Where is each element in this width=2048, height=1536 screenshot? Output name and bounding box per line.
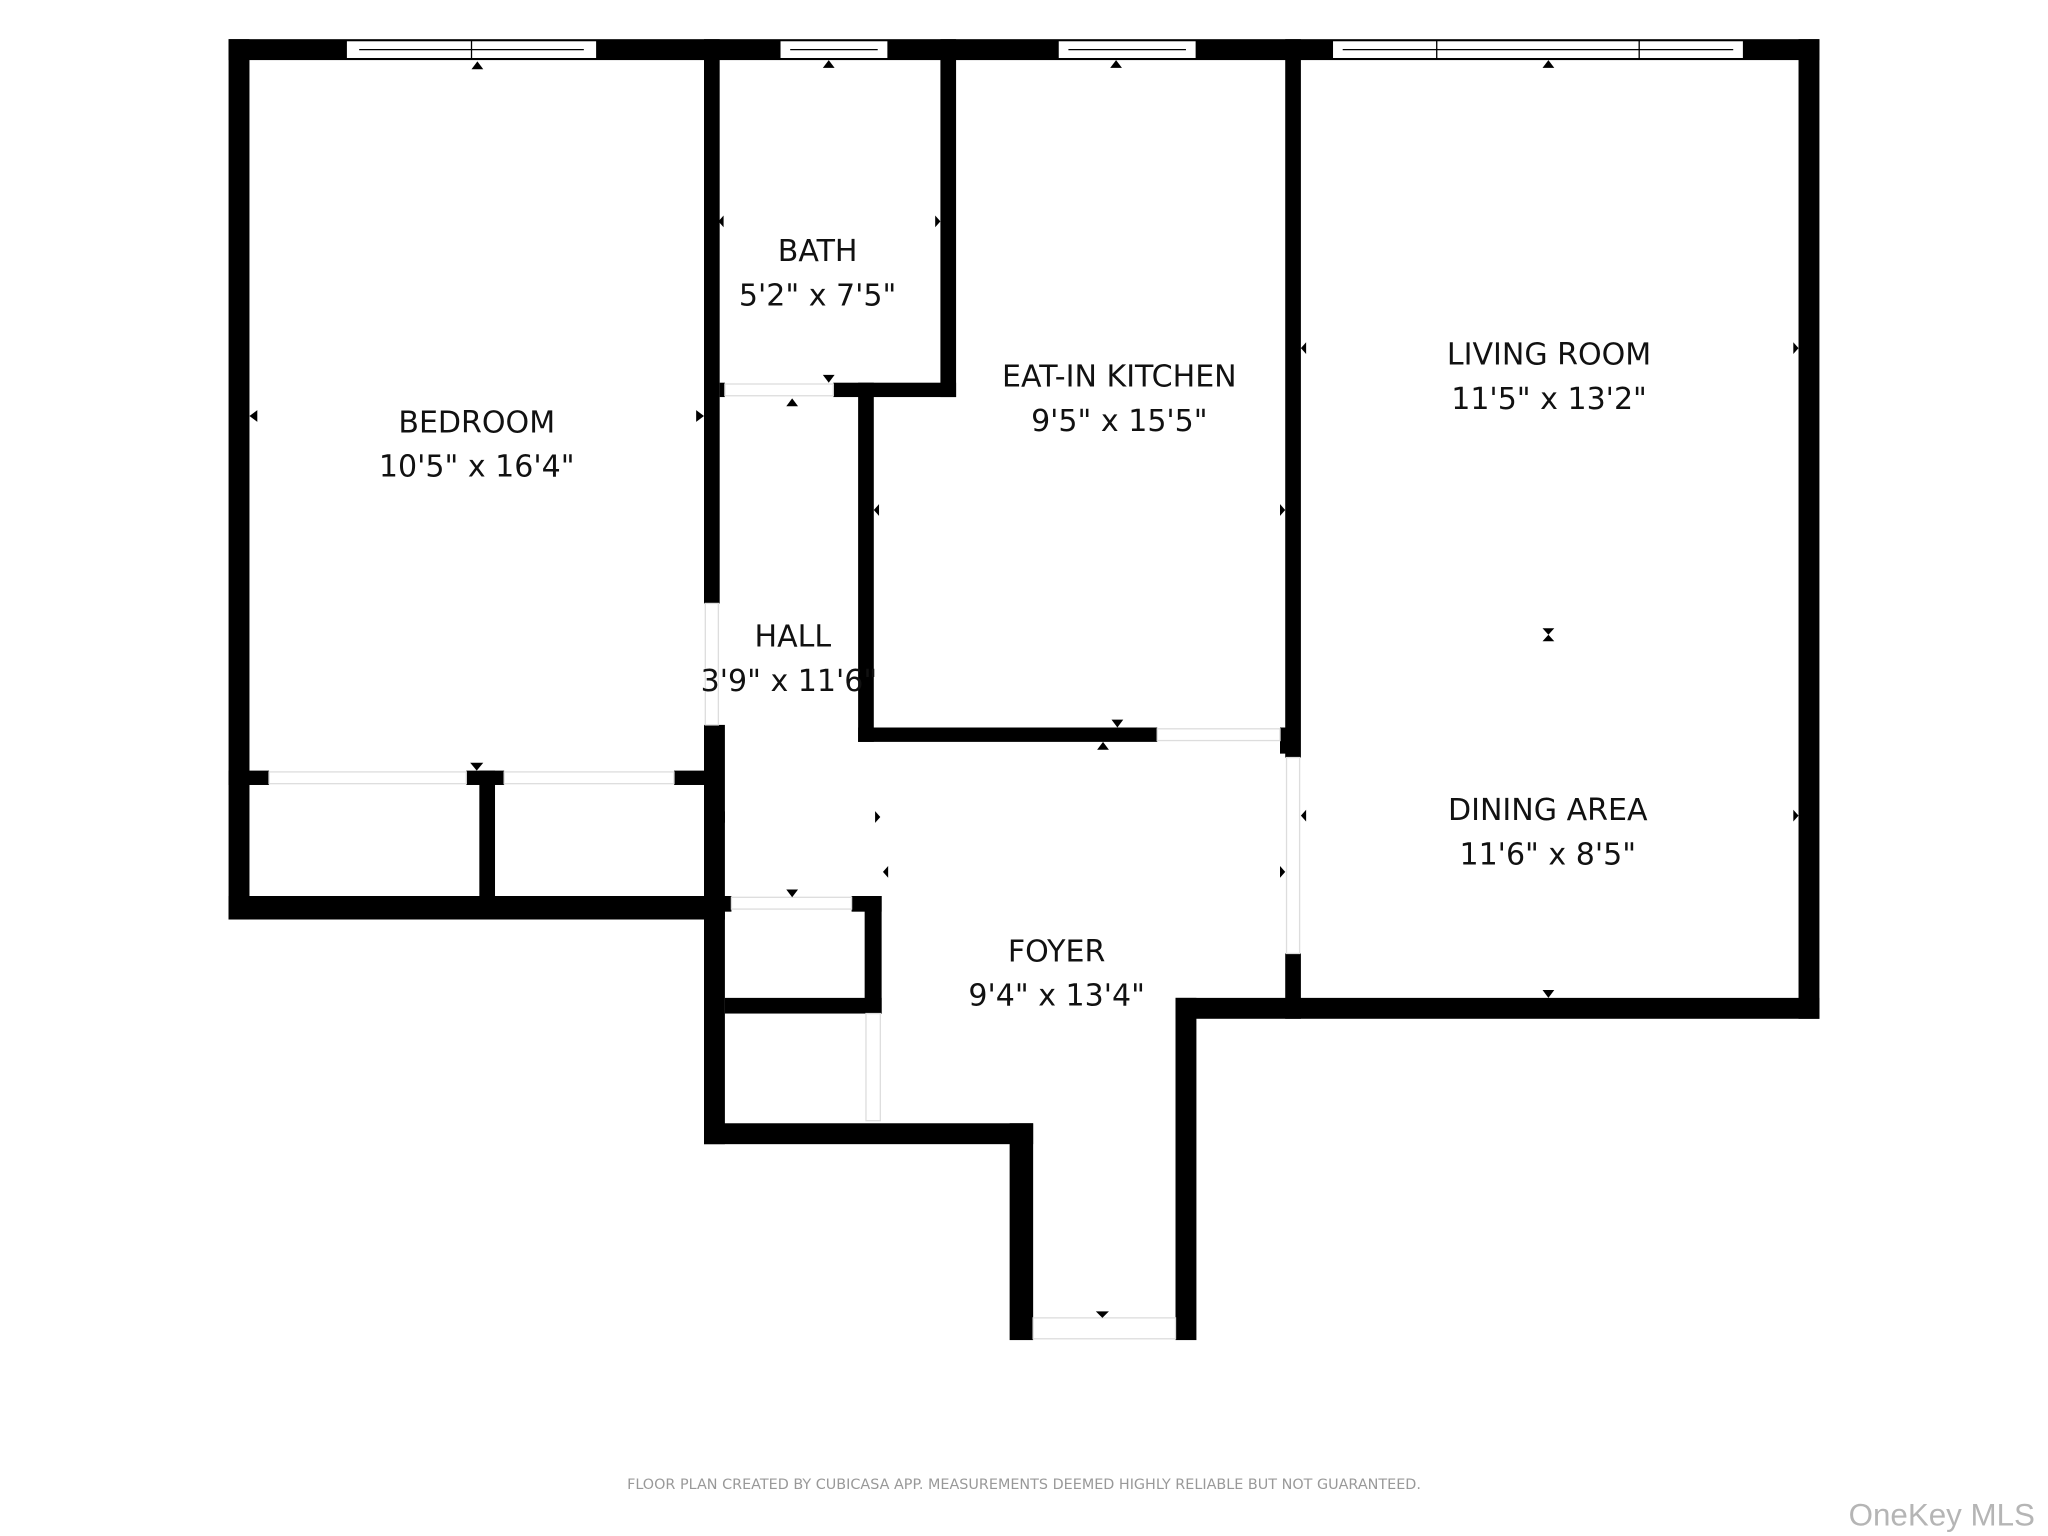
room-size: 3'9" x 11'6" (701, 664, 878, 699)
room-name: BATH (778, 234, 858, 269)
room-size: 11'5" x 13'2" (1451, 382, 1647, 417)
room-name: BEDROOM (398, 405, 555, 440)
room-name: FOYER (1008, 934, 1105, 969)
room-size: 10'5" x 16'4" (379, 450, 575, 485)
room-name: LIVING ROOM (1447, 337, 1651, 372)
room-foyer: FOYER 9'4" x 13'4" (968, 934, 1145, 1013)
room-name: HALL (755, 620, 832, 655)
walls (228, 39, 1820, 1341)
dimension-arrows (249, 60, 1799, 1318)
room-hall: HALL 3'9" x 11'6" (701, 620, 878, 699)
room-size: 9'4" x 13'4" (968, 979, 1145, 1014)
doors (268, 383, 1301, 1340)
room-living-room: LIVING ROOM 11'5" x 13'2" (1447, 337, 1651, 416)
windows (345, 39, 1745, 60)
room-bedroom: BEDROOM 10'5" x 16'4" (379, 405, 575, 484)
room-name: DINING AREA (1448, 793, 1648, 828)
room-dining-area: DINING AREA 11'6" x 8'5" (1448, 793, 1648, 872)
room-bath: BATH 5'2" x 7'5" (739, 234, 896, 313)
room-size: 11'6" x 8'5" (1459, 838, 1636, 873)
room-eat-in-kitchen: EAT-IN KITCHEN 9'5" x 15'5" (1002, 360, 1237, 439)
disclaimer: FLOOR PLAN CREATED BY CUBICASA APP. MEAS… (627, 1477, 1421, 1493)
watermark: OneKey MLS (1849, 1498, 2035, 1533)
room-size: 9'5" x 15'5" (1031, 404, 1208, 439)
room-size: 5'2" x 7'5" (739, 279, 896, 314)
room-name: EAT-IN KITCHEN (1002, 360, 1237, 395)
